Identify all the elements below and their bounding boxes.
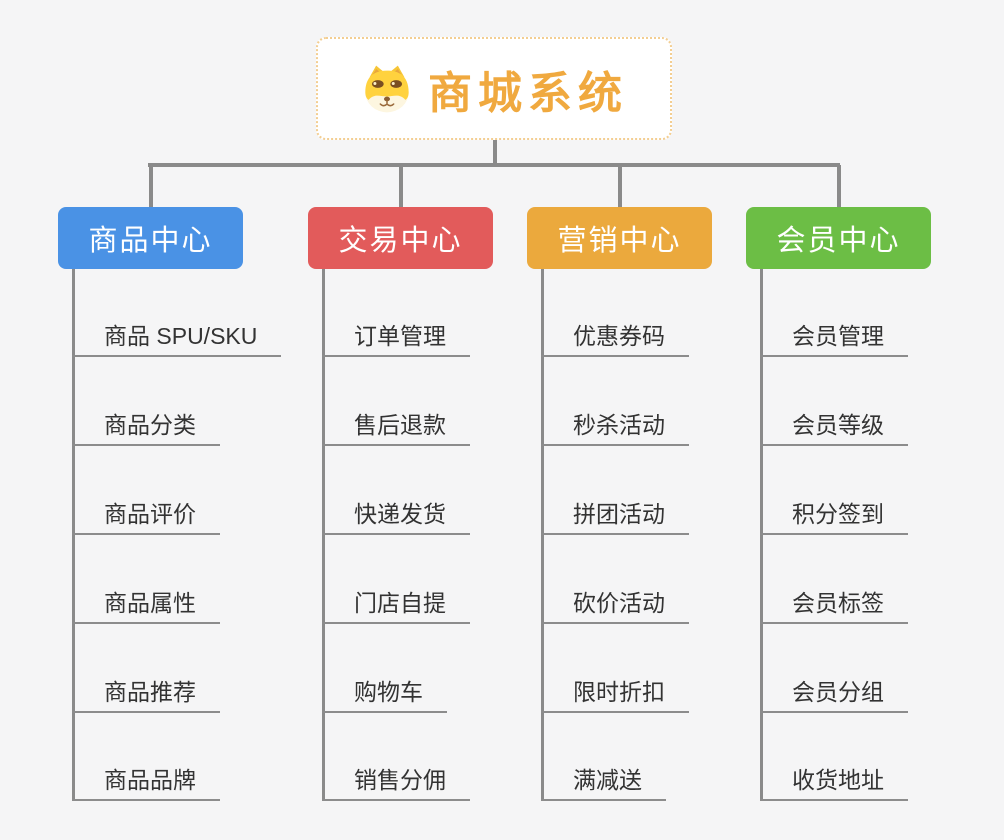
leaf-topic[interactable]: 会员标签 bbox=[760, 588, 908, 624]
connector-drop-2 bbox=[617, 165, 622, 207]
leaf-topic[interactable]: 限时折扣 bbox=[541, 677, 689, 713]
leaf-topic[interactable]: 会员分组 bbox=[760, 677, 908, 713]
root-topic-label: 商城系统 bbox=[428, 68, 628, 118]
connector-drop-3 bbox=[836, 165, 841, 207]
connector-drop-0 bbox=[148, 165, 153, 207]
connector-spine-3 bbox=[760, 269, 763, 801]
leaf-topic[interactable]: 购物车 bbox=[322, 677, 447, 713]
branch-topic-3[interactable]: 会员中心 bbox=[746, 207, 931, 269]
leaf-topic[interactable]: 快递发货 bbox=[322, 499, 470, 535]
leaf-topic[interactable]: 收货地址 bbox=[760, 765, 908, 801]
leaf-topic[interactable]: 积分签到 bbox=[760, 499, 908, 535]
doge-icon bbox=[360, 64, 414, 114]
connector-root-stub bbox=[493, 140, 497, 167]
leaf-topic[interactable]: 拼团活动 bbox=[541, 499, 689, 535]
leaf-topic[interactable]: 销售分佣 bbox=[322, 765, 470, 801]
branch-topic-label: 营销中心 bbox=[557, 225, 682, 257]
leaf-topic[interactable]: 优惠券码 bbox=[541, 321, 689, 357]
branch-topic-1[interactable]: 交易中心 bbox=[308, 207, 493, 269]
leaf-topic[interactable]: 门店自提 bbox=[322, 588, 470, 624]
leaf-topic[interactable]: 商品推荐 bbox=[72, 677, 220, 713]
connector-spine-2 bbox=[541, 269, 544, 801]
leaf-topic[interactable]: 会员等级 bbox=[760, 410, 908, 446]
leaf-topic[interactable]: 会员管理 bbox=[760, 321, 908, 357]
leaf-topic[interactable]: 商品评价 bbox=[72, 499, 220, 535]
leaf-topic[interactable]: 订单管理 bbox=[322, 321, 470, 357]
leaf-topic[interactable]: 售后退款 bbox=[322, 410, 470, 446]
leaf-topic[interactable]: 满减送 bbox=[541, 765, 666, 801]
leaf-topic[interactable]: 商品品牌 bbox=[72, 765, 220, 801]
connector-spine-1 bbox=[322, 269, 325, 801]
leaf-topic[interactable]: 商品 SPU/SKU bbox=[72, 321, 282, 357]
leaf-topic[interactable]: 商品属性 bbox=[72, 588, 220, 624]
root-topic[interactable]: 商城系统 bbox=[316, 37, 672, 140]
branch-topic-label: 商品中心 bbox=[88, 225, 213, 257]
branch-topic-0[interactable]: 商品中心 bbox=[58, 207, 243, 269]
connector-drop-1 bbox=[398, 165, 403, 207]
connector-spine-0 bbox=[72, 269, 75, 801]
branch-topic-label: 交易中心 bbox=[338, 225, 463, 257]
branch-topic-label: 会员中心 bbox=[776, 225, 901, 257]
leaf-topic[interactable]: 商品分类 bbox=[72, 410, 220, 446]
leaf-topic[interactable]: 砍价活动 bbox=[541, 588, 689, 624]
branch-topic-2[interactable]: 营销中心 bbox=[527, 207, 712, 269]
leaf-topic[interactable]: 秒杀活动 bbox=[541, 410, 689, 446]
connector-horizontal-bar bbox=[148, 163, 840, 167]
